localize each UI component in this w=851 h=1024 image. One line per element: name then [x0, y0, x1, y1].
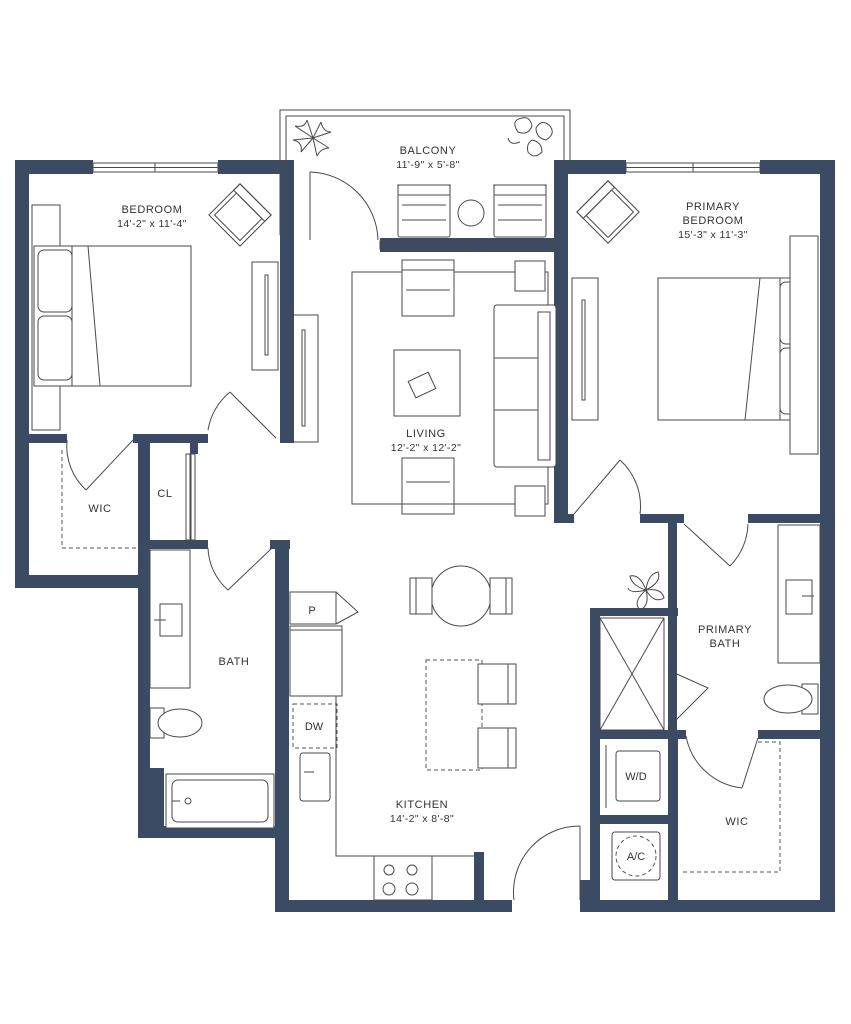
pantry-label: P: [308, 605, 315, 617]
side-table-icon: [457, 199, 485, 227]
kitchen-fixtures: [289, 591, 581, 901]
primary-bath-label-1: PRIMARY: [698, 624, 752, 636]
primary-bath-fixtures: [599, 524, 821, 873]
walls: [15, 160, 835, 912]
armchair-icon: [576, 180, 640, 244]
stove-icon: [373, 855, 433, 901]
toilet-icon: [763, 683, 819, 715]
wic-left-label: WIC: [88, 503, 111, 515]
refrigerator: [289, 625, 343, 697]
sink-icon: [785, 579, 813, 615]
door-swing-icon: [667, 669, 709, 729]
living-furniture: [207, 259, 557, 591]
armchair-icon: [493, 184, 547, 238]
bed-icon: [33, 245, 192, 387]
side-table-icon: [514, 260, 546, 292]
bedroom-furniture: [31, 183, 279, 549]
living-label: LIVING: [406, 428, 446, 440]
air-conditioner-label: A/C: [627, 851, 645, 863]
dishwasher: [292, 703, 338, 749]
washer-dryer: [615, 750, 661, 802]
wic-right-label: WIC: [725, 816, 748, 828]
dining-table-icon: [409, 565, 513, 627]
door-swing-icon: [619, 459, 641, 515]
air-conditioner: [611, 831, 661, 881]
plant-icon: [292, 119, 332, 157]
primary-bedroom-label-2: BEDROOM: [682, 215, 743, 227]
toilet-icon: [149, 707, 203, 739]
door-swing-icon: [729, 523, 749, 567]
primary-bedroom-dims: 15'-3" x 11'-3": [678, 229, 748, 241]
bath-fixtures: [149, 549, 275, 829]
armchair-icon: [401, 259, 455, 317]
windows: [92, 162, 761, 250]
tv-console: [291, 314, 319, 443]
living-dims: 12'-2" x 12'-2": [391, 442, 462, 454]
utility-fixtures: [605, 745, 661, 881]
plant-icon: [507, 117, 553, 157]
armchair-icon: [397, 184, 451, 238]
door-swing-icon: [309, 171, 379, 241]
island: [425, 659, 483, 771]
armchair-icon: [401, 457, 455, 515]
balcony-label: BALCONY: [400, 145, 457, 157]
door-swing-icon: [513, 825, 581, 901]
pantry: [289, 591, 337, 625]
door-swing-icon: [335, 591, 359, 625]
balcony: [279, 109, 571, 241]
sofa-icon: [493, 304, 557, 468]
closet-label: CL: [157, 488, 172, 500]
kitchen-label: KITCHEN: [396, 799, 448, 811]
plant-icon: [627, 571, 665, 611]
door-swing-icon: [207, 547, 229, 591]
room-labels: BALCONY 11'-9" x 5'-8" BEDROOM 14'-2" x …: [88, 145, 752, 863]
bedroom-dims: 14'-2" x 11'-4": [117, 218, 187, 230]
bedroom-label: BEDROOM: [121, 204, 182, 216]
washer-dryer-label: W/D: [625, 771, 646, 783]
sink-icon: [299, 752, 331, 802]
primary-bath-label-2: BATH: [710, 638, 741, 650]
headboard-shelf: [789, 235, 819, 455]
bath-label: BATH: [219, 656, 250, 668]
book-icon: [407, 371, 437, 399]
bathtub-icon: [165, 773, 275, 829]
kitchen-dims: 14'-2" x 8'-8": [390, 813, 454, 825]
armchair-icon: [208, 183, 272, 247]
door-swing-icon: [66, 439, 87, 491]
primary-bedroom-furniture: [571, 180, 819, 567]
door-swing-icon: [207, 391, 231, 431]
dishwasher-label: DW: [305, 721, 324, 733]
door-swing-icon: [685, 735, 743, 789]
side-table-icon: [514, 485, 546, 517]
primary-bedroom-label-1: PRIMARY: [686, 201, 740, 213]
balcony-dims: 11'-9" x 5'-8": [396, 159, 460, 171]
shower-icon: [599, 617, 665, 731]
